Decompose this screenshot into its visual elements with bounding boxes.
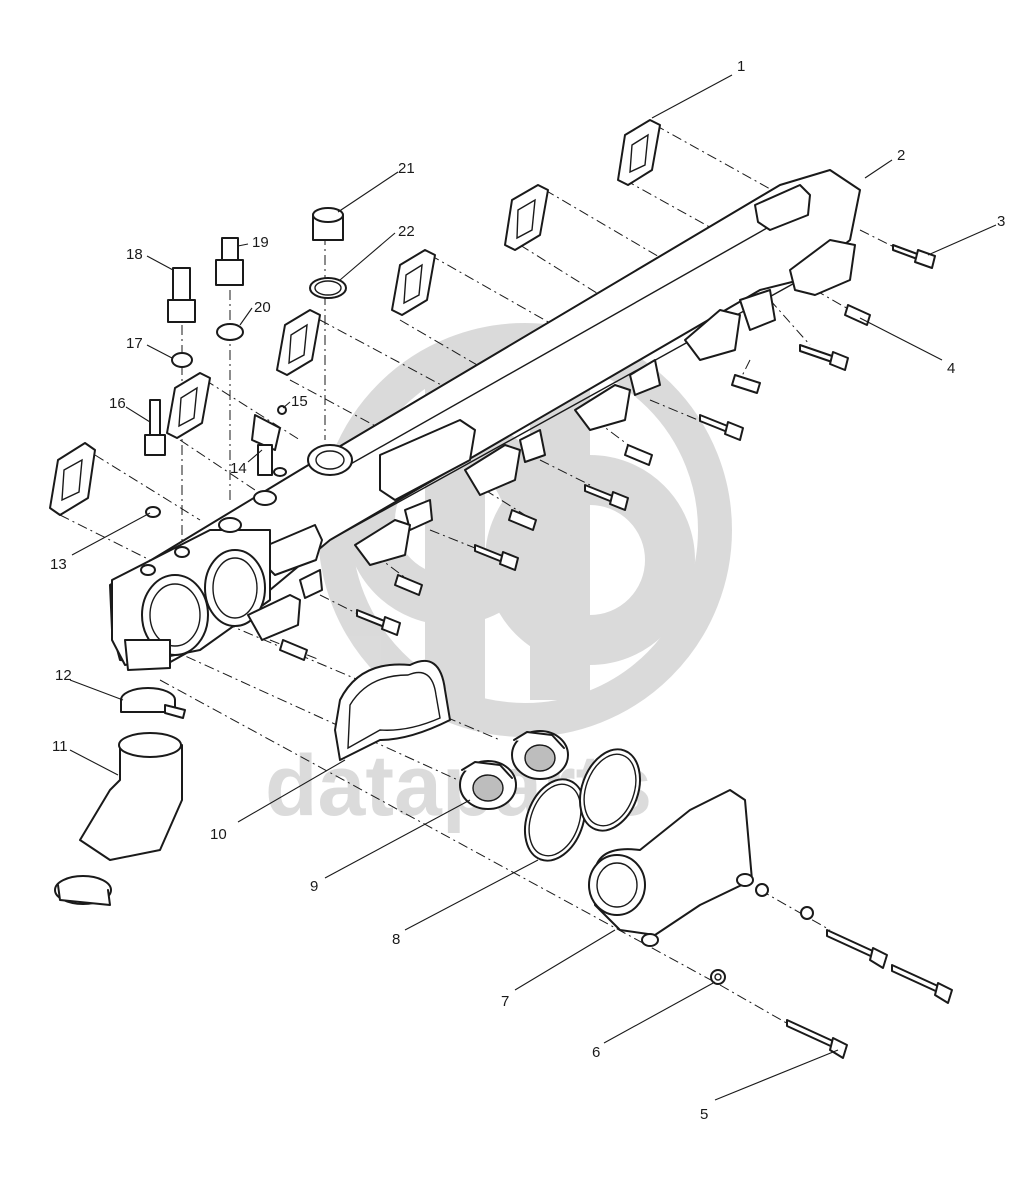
callout-5: 5 xyxy=(700,1106,708,1123)
callout-labels: 1 2 3 4 5 6 7 8 9 10 11 12 13 14 15 16 1… xyxy=(50,58,1005,1123)
thermostats xyxy=(459,730,569,810)
callout-22: 22 xyxy=(398,223,415,240)
callout-13: 13 xyxy=(50,556,67,573)
callout-4: 4 xyxy=(947,360,955,377)
callout-11: 11 xyxy=(52,738,68,755)
thermostat-housing xyxy=(588,789,754,947)
callout-6: 6 xyxy=(592,1044,600,1061)
callout-18: 18 xyxy=(126,246,143,263)
callout-7: 7 xyxy=(501,993,509,1010)
thermostat-housing-gasket xyxy=(334,659,451,761)
bolts xyxy=(279,244,953,1059)
o-rings xyxy=(524,748,641,862)
callout-20: 20 xyxy=(254,299,271,316)
callout-21: 21 xyxy=(398,160,415,177)
callout-14: 14 xyxy=(230,460,247,477)
callout-16: 16 xyxy=(109,395,126,412)
callout-12: 12 xyxy=(55,667,72,684)
callout-10: 10 xyxy=(210,826,227,843)
hose-and-clamps xyxy=(54,687,186,906)
callout-9: 9 xyxy=(310,878,318,895)
manifold-gaskets xyxy=(49,119,661,516)
callout-8: 8 xyxy=(392,931,400,948)
callout-2: 2 xyxy=(897,147,905,164)
coolant-manifold xyxy=(109,169,861,671)
callout-3: 3 xyxy=(997,213,1005,230)
leader-lines xyxy=(69,74,997,1101)
callout-15: 15 xyxy=(291,393,308,410)
washers-and-fittings xyxy=(144,207,814,985)
callout-19: 19 xyxy=(252,234,269,251)
callout-17: 17 xyxy=(126,335,143,352)
callout-1: 1 xyxy=(737,58,745,75)
